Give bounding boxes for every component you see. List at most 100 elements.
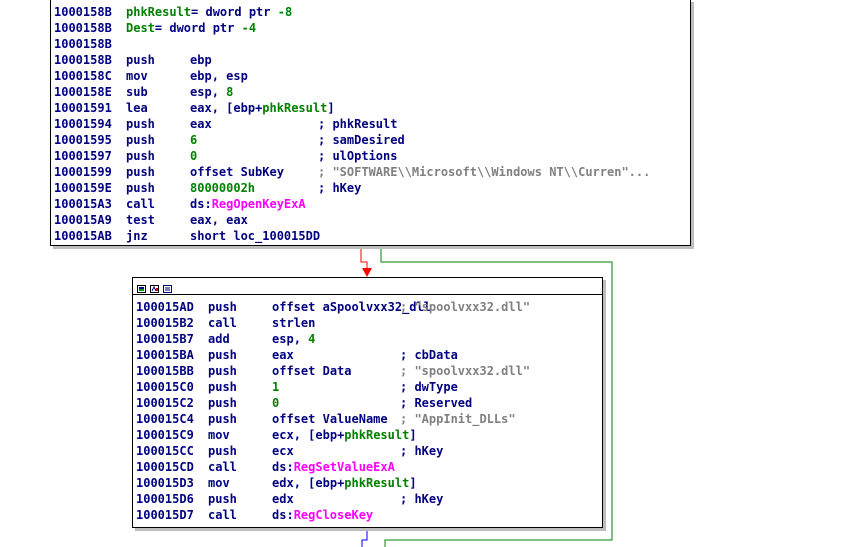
code-line[interactable]: 1000158B push ebp	[54, 52, 684, 68]
operand: ds:RegCloseKey	[272, 508, 374, 522]
mnemonic: push	[208, 380, 237, 394]
comment: ; cbData	[400, 348, 458, 362]
comment: ; "spoolvxx32.dll"	[400, 300, 531, 314]
line-address: 100015C4	[136, 412, 194, 426]
mnemonic: push	[126, 181, 155, 195]
line-address: 100015A3	[54, 197, 112, 211]
code-line[interactable]: 100015D7 call ds:RegCloseKey	[136, 507, 598, 523]
mnemonic: call	[208, 460, 237, 474]
operand: offset aSpoolvxx32_dll	[272, 300, 431, 314]
line-address: 100015A9	[54, 213, 112, 227]
operand: offset SubKey	[190, 165, 284, 179]
line-address: 100015D3	[136, 476, 194, 490]
graph-color-icon[interactable]	[137, 282, 146, 293]
operand: edx, [ebp+phkResult]	[272, 476, 417, 490]
true-branch-edge	[380, 244, 613, 547]
mnemonic: push	[208, 444, 237, 458]
false-branch-edge	[360, 244, 368, 270]
false-branch-arrow	[362, 268, 372, 277]
code-line[interactable]: 100015BA push eax ; cbData	[136, 347, 598, 363]
mnemonic: sub	[126, 85, 148, 99]
node-group-icon[interactable]	[163, 282, 172, 293]
line-address: 100015B2	[136, 316, 194, 330]
mnemonic: push	[208, 412, 237, 426]
mnemonic: push	[126, 53, 155, 67]
mnemonic: push	[126, 117, 155, 131]
mnemonic: push	[208, 364, 237, 378]
operand: ebp	[190, 53, 212, 67]
comment: ; phkResult	[318, 117, 398, 131]
node-titlebar	[133, 278, 602, 295]
operand: ebp, esp	[190, 69, 248, 83]
mnemonic: test	[126, 213, 155, 227]
mnemonic: push	[208, 300, 237, 314]
comment: ; dwType	[400, 380, 458, 394]
operand: ecx	[272, 444, 294, 458]
line-address: 10001594	[54, 117, 112, 131]
mnemonic: call	[208, 508, 237, 522]
comment: ; hKey	[400, 444, 444, 458]
operand: ecx, [ebp+phkResult]	[272, 428, 417, 442]
line-address: 100015BA	[136, 348, 194, 362]
code-line[interactable]: 100015AD push offset aSpoolvxx32_dll; "spo…	[136, 299, 598, 315]
mnemonic: push	[126, 165, 155, 179]
line-address: 1000158E	[54, 85, 112, 99]
comment: ; hKey	[318, 181, 362, 195]
operand: 0	[190, 149, 198, 163]
line-address: 100015D7	[136, 508, 194, 522]
operand: 1	[272, 380, 280, 394]
mnemonic: push	[208, 396, 237, 410]
operand: esp, 8	[190, 85, 234, 99]
operand: eax	[272, 348, 294, 362]
mnemonic: push	[208, 348, 237, 362]
comment: ; Reserved	[400, 396, 473, 410]
line-address: 10001595	[54, 133, 112, 147]
line-address: 1000158B	[54, 53, 112, 67]
next-block-edge	[361, 527, 368, 547]
code-line[interactable]: 100015D3 mov edx, [ebp+phkResult]	[136, 475, 598, 491]
line-address: 1000158B	[54, 5, 112, 19]
mnemonic: mov	[208, 476, 230, 490]
mnemonic: add	[208, 332, 230, 346]
operand: strlen	[272, 316, 316, 330]
operand: eax, [ebp+phkResult]	[190, 101, 335, 115]
comment: ; "AppInit_DLLs"	[400, 412, 516, 426]
operand: offset Data	[272, 364, 352, 378]
mnemonic: jnz	[126, 229, 148, 243]
code-line[interactable]: 1000158E sub esp, 8	[54, 84, 684, 100]
node-rename-icon[interactable]	[150, 282, 159, 293]
operand: eax, eax	[190, 213, 248, 227]
code-line[interactable]: 1000158B	[54, 36, 684, 52]
line-address: 100015AD	[136, 300, 194, 314]
comment: ; "spoolvxx32.dll"	[400, 364, 531, 378]
code-line[interactable]: 100015A9 test eax, eax	[54, 212, 684, 228]
code-line[interactable]: 1000158B phkResult= dword ptr -8	[54, 4, 684, 20]
comment: ; ulOptions	[318, 149, 398, 163]
line-address: 1000159E	[54, 181, 112, 195]
stack-var-def: phkResult= dword ptr -8	[126, 5, 293, 19]
operand: ds:RegSetValueExA	[272, 460, 395, 474]
